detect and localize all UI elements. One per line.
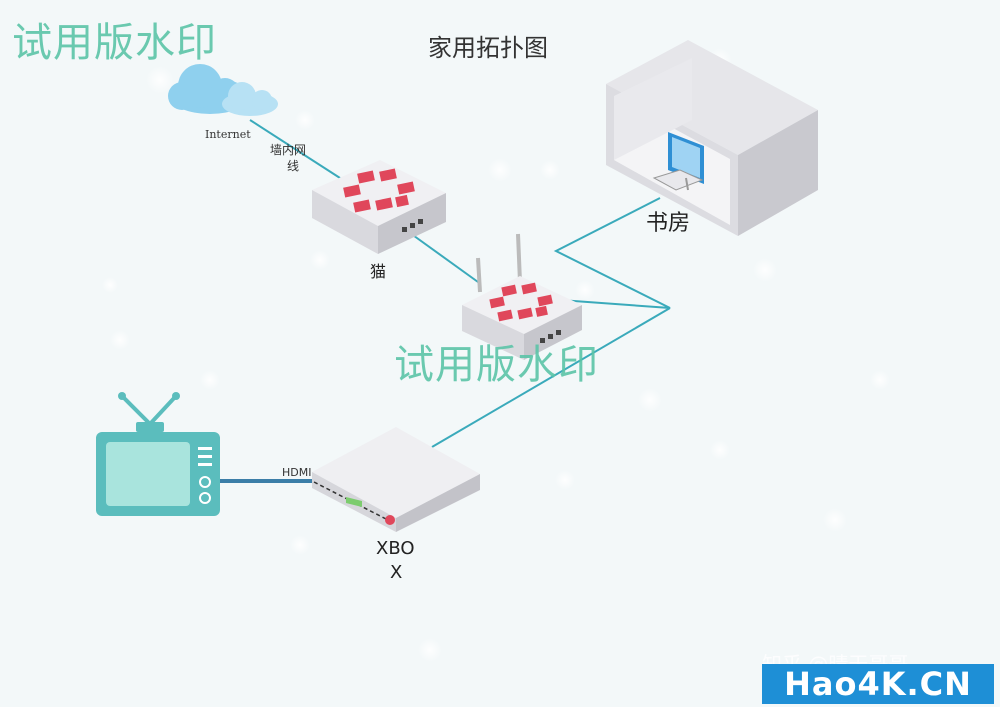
wall-line-label-2: 线 <box>287 159 300 173</box>
router-xbox-link <box>431 307 671 448</box>
modem-router-icon <box>312 160 446 254</box>
computer-icon <box>652 132 704 191</box>
tv-icon <box>96 392 220 516</box>
wireless-router-icon <box>462 233 582 360</box>
diagram-title: 家用拓扑图 <box>428 34 548 62</box>
room-with-computer-icon <box>606 40 818 236</box>
hdmi-label: HDMI <box>282 466 312 479</box>
xbox-label-1: XBO <box>376 538 415 559</box>
site-badge: Hao4K.CN <box>762 664 994 704</box>
background-dots <box>102 48 890 662</box>
internet-modem-link <box>249 119 341 179</box>
console-icon <box>312 427 480 532</box>
watermark-top-left: 试用版水印 <box>12 20 217 66</box>
wall-line-label-1: 墙内网 <box>270 143 307 157</box>
connection-lines <box>249 119 671 448</box>
modem-router-link <box>409 232 479 283</box>
study-label: 书房 <box>646 211 691 236</box>
modem-label: 猫 <box>370 262 387 281</box>
internet-label: Internet <box>205 128 251 141</box>
router-study-link <box>553 197 671 309</box>
cloud-icon <box>168 64 278 116</box>
watermark-center: 试用版水印 <box>394 342 599 388</box>
xbox-label-2: X <box>390 562 403 583</box>
